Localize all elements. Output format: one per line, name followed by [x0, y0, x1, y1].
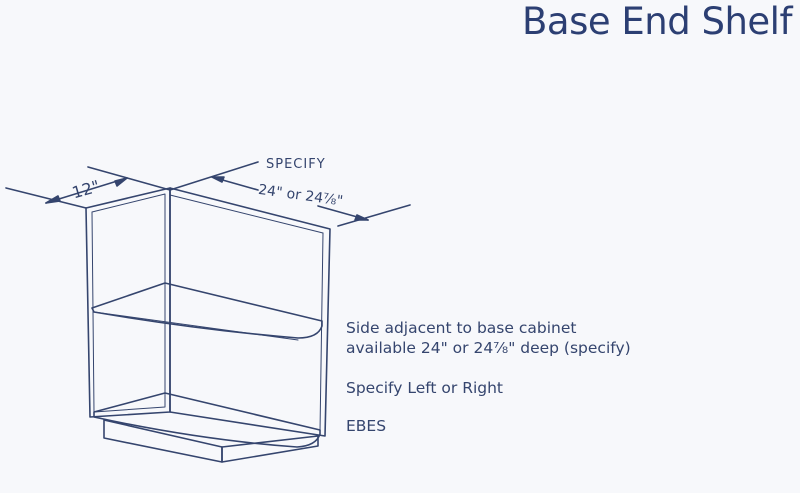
toe-kick-front [103, 419, 223, 463]
middle-shelf [91, 282, 323, 339]
side-panel-front-edge [319, 232, 324, 433]
width-arrow-left [45, 195, 61, 204]
width-extension-line-right [87, 166, 171, 191]
side-panel [169, 187, 331, 437]
product-notes: Side adjacent to base cabinet available … [346, 318, 786, 436]
note-handing: Specify Left or Right [346, 379, 504, 397]
end-panel-outer [85, 187, 171, 418]
depth-dimension [169, 161, 411, 227]
depth-extension-line-right [337, 204, 411, 227]
page-title: Base End Shelf [522, 0, 792, 43]
width-dimension [5, 166, 171, 209]
width-arrow-right [114, 177, 128, 187]
depth-label: 24" or 24⅞" [257, 182, 344, 210]
note-model-code: EBES [346, 417, 387, 435]
depth-arrow-right [354, 214, 369, 221]
end-panel-inner [91, 193, 166, 413]
width-extension-line-left [5, 187, 87, 209]
note-depth-options: available 24" or 24⅞" deep (specify) [346, 339, 631, 357]
depth-extension-line-left [169, 161, 259, 191]
toe-kick-side [221, 435, 319, 463]
cabinet-body [85, 187, 331, 463]
width-label: 12" [70, 176, 102, 202]
note-side-adjacent: Side adjacent to base cabinet [346, 319, 577, 337]
depth-arrow-left [211, 176, 225, 183]
depth-heading: SPECIFY [266, 157, 326, 172]
middle-shelf-front-edge [93, 311, 299, 341]
